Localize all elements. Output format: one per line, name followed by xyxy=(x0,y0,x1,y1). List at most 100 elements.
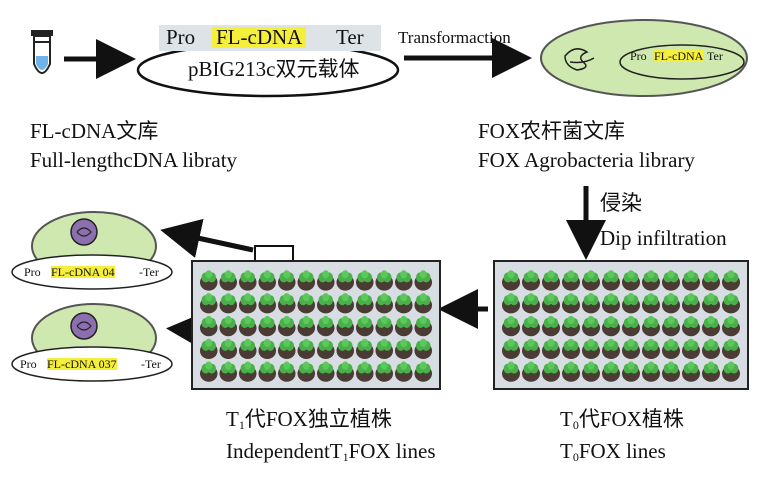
vector-terminator-label: Ter xyxy=(336,25,364,49)
plant-cell xyxy=(622,315,640,337)
plant-cell xyxy=(642,338,660,360)
t1-plant-tray xyxy=(191,260,441,390)
plant-cell xyxy=(414,338,433,360)
plant-cell xyxy=(394,361,413,382)
agro-promoter-label: Pro xyxy=(630,49,647,63)
plant-cell xyxy=(316,270,335,291)
arrow-plant-a-to-cell xyxy=(160,218,254,258)
plant-cell xyxy=(316,361,335,382)
plant-cell xyxy=(522,293,540,314)
plant-cell xyxy=(722,293,740,314)
plant-cell xyxy=(622,270,640,291)
plant-cell xyxy=(277,338,296,360)
plant-cell xyxy=(414,270,433,291)
plant-cell xyxy=(642,361,660,382)
cell-a-gene-label: FL-cDNA 04 xyxy=(51,265,115,279)
plant-cell xyxy=(702,338,720,360)
plant-cell xyxy=(219,293,238,314)
plant-cell xyxy=(336,361,355,382)
agrobacterium-cell xyxy=(540,19,748,97)
plant-cell xyxy=(375,293,394,314)
plant-cell xyxy=(355,315,374,337)
plant-cell xyxy=(199,293,218,314)
plant-cell xyxy=(414,315,433,337)
plant-cell xyxy=(394,338,413,360)
plant-cell xyxy=(562,270,580,291)
plant-cell xyxy=(394,270,413,291)
plant-cell xyxy=(336,315,355,337)
plant-cell xyxy=(316,293,335,314)
plant-cell xyxy=(522,338,540,360)
plant-cell xyxy=(562,293,580,314)
library-label-cn: FL-cDNA文库 xyxy=(30,119,159,143)
cell-b-terminator-label: -Ter xyxy=(141,357,161,371)
plant-cell xyxy=(258,315,277,337)
plant-cell xyxy=(336,293,355,314)
plant-cell xyxy=(297,293,316,314)
t0-plant-tray xyxy=(493,260,749,390)
vector-gene-label: FL-cDNA xyxy=(212,27,307,48)
plant-cell xyxy=(316,338,335,360)
plant-cell xyxy=(682,315,700,337)
plant-cell xyxy=(219,270,238,291)
agro-gene-label: FL-cDNA xyxy=(654,49,704,63)
plant-cell xyxy=(602,315,620,337)
cell-b-promoter-label: Pro xyxy=(20,357,37,371)
plant-cell xyxy=(562,361,580,382)
plant-cell xyxy=(414,293,433,314)
plant-cell xyxy=(662,361,680,382)
plant-cell xyxy=(238,315,257,337)
plant-cell xyxy=(582,293,600,314)
plant-cell xyxy=(682,293,700,314)
plant-cell xyxy=(582,270,600,291)
plant-cell xyxy=(582,338,600,360)
t0-label-en: T0FOX lines xyxy=(560,439,666,464)
plant-cell xyxy=(502,293,520,314)
agro-terminator-label: Ter xyxy=(707,49,723,63)
plant-cell xyxy=(542,270,560,291)
plant-cell xyxy=(662,338,680,360)
plant-cell xyxy=(219,361,238,382)
plant-cell xyxy=(642,315,660,337)
plant-cell xyxy=(502,315,520,337)
plant-cell xyxy=(277,361,296,382)
plant-cell xyxy=(662,270,680,291)
plant-cell xyxy=(722,361,740,382)
plant-cell xyxy=(702,293,720,314)
plant-cell xyxy=(297,338,316,360)
plant-cell xyxy=(542,315,560,337)
plant-cell xyxy=(722,270,740,291)
plant-cell xyxy=(355,270,374,291)
plant-cell xyxy=(722,338,740,360)
plant-cell xyxy=(277,315,296,337)
plant-cell xyxy=(582,361,600,382)
t0-label-cn: T0代FOX植株 xyxy=(560,407,684,432)
plant-cell xyxy=(502,270,520,291)
plant-cell xyxy=(336,270,355,291)
plant-cell xyxy=(642,293,660,314)
plant-cell xyxy=(258,338,277,360)
plant-cell xyxy=(219,315,238,337)
plant-cell xyxy=(316,315,335,337)
plant-cell xyxy=(522,361,540,382)
plant-cell xyxy=(277,270,296,291)
cell-a-terminator-label: -Ter xyxy=(139,265,159,279)
plant-cell xyxy=(682,338,700,360)
agro-library-label-en: FOX Agrobacteria library xyxy=(478,148,695,172)
plant-cell xyxy=(258,270,277,291)
plant-cell xyxy=(199,361,218,382)
plant-cell xyxy=(199,338,218,360)
plant-cell xyxy=(375,270,394,291)
plant-cell xyxy=(238,270,257,291)
plant-cell xyxy=(238,338,257,360)
plant-cell xyxy=(542,361,560,382)
plant-cell xyxy=(702,315,720,337)
plant-cell xyxy=(394,315,413,337)
vector-promoter-label: Pro xyxy=(166,25,196,49)
plant-cell xyxy=(662,293,680,314)
cell-b-gene-label: FL-cDNA 037 xyxy=(47,357,117,371)
plant-cell xyxy=(199,315,218,337)
plant-cell xyxy=(502,361,520,382)
plant-cell xyxy=(375,338,394,360)
plant-cell xyxy=(258,361,277,382)
